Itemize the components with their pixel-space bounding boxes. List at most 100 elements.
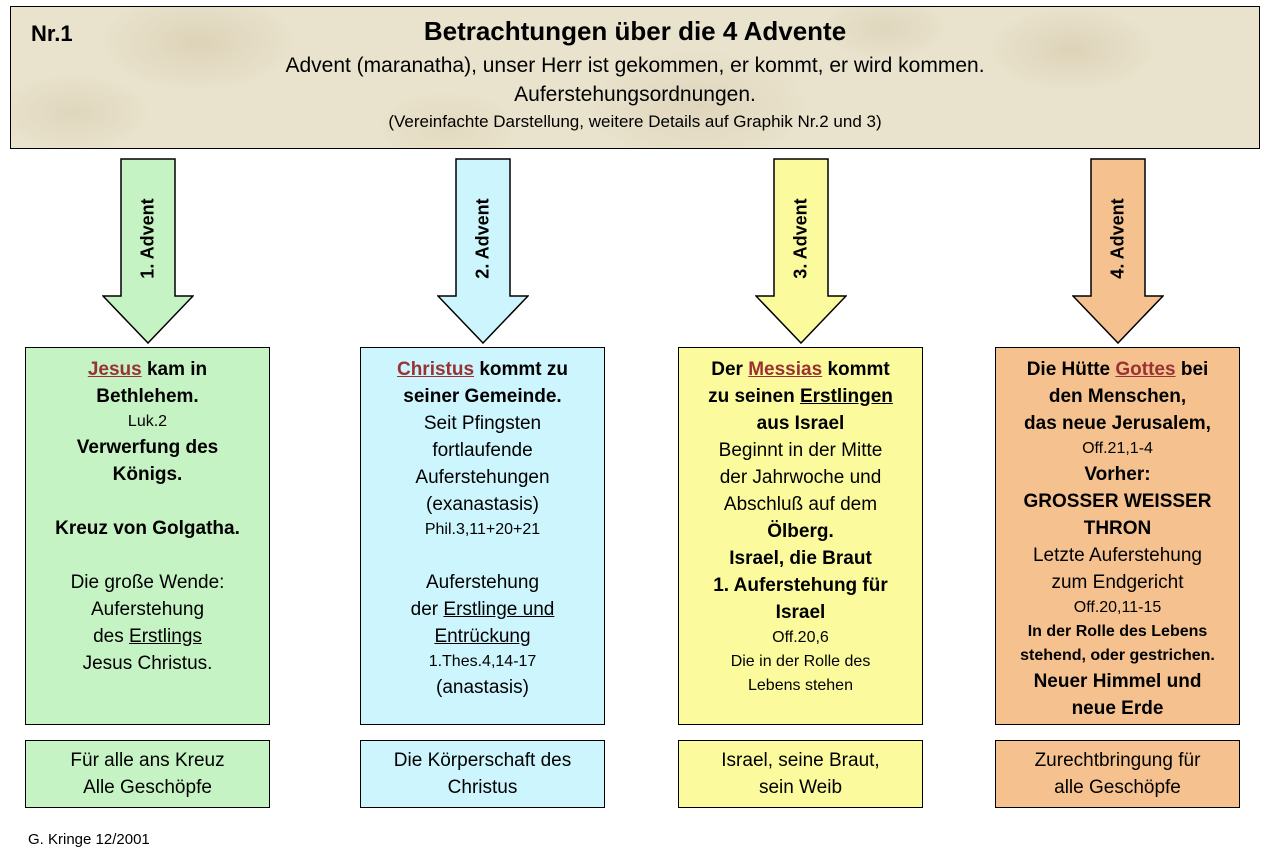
down-arrow-shape	[101, 158, 194, 344]
text-segment: Phil.3,11+20+21	[424, 521, 541, 538]
text-segment: Bethlehem.	[96, 386, 199, 407]
text-segment: Israel	[775, 602, 826, 623]
text-segment: neue Erde	[1071, 698, 1164, 719]
text-segment: Christus	[447, 777, 518, 798]
advent4-arrow-label: 4. Advent	[1107, 198, 1127, 279]
text-segment: Off.20,6	[772, 629, 829, 646]
page-title: Betrachtungen über die 4 Advente	[423, 16, 847, 46]
text-segment: Christus	[396, 359, 475, 380]
text-segment: Der	[711, 359, 749, 380]
text-line: sein Weib	[679, 774, 922, 801]
text-line: das neue Jerusalem,	[1002, 410, 1233, 437]
text-line: der Erstlinge und	[367, 596, 598, 623]
text-segment: das neue Jerusalem,	[1024, 413, 1211, 434]
header-subtitle2: Auferstehungsordnungen.	[514, 83, 756, 106]
text-segment: Alle Geschöpfe	[83, 777, 212, 798]
text-segment: Lebens stehen	[748, 677, 853, 694]
text-line: Für alle ans Kreuz	[26, 747, 269, 774]
text-segment: der	[410, 599, 444, 620]
text-line: Ölberg.	[685, 518, 916, 545]
text-line: Entrückung	[367, 623, 598, 650]
text-segment: fortlaufende	[432, 440, 533, 461]
text-segment: Die Körperschaft des	[393, 750, 572, 771]
text-line: Die in der Rolle des	[685, 650, 916, 674]
text-line: fortlaufende	[367, 437, 598, 464]
text-segment: Zurechtbringung für	[1034, 750, 1201, 771]
text-segment: (exanastasis)	[426, 494, 539, 515]
text-line: Israel, seine Braut,	[679, 747, 922, 774]
text-line: Zurechtbringung für	[996, 747, 1239, 774]
text-segment: (anastasis)	[436, 677, 529, 698]
text-segment: Jesus Christus.	[82, 653, 213, 674]
text-line: Alle Geschöpfe	[26, 774, 269, 801]
text-line: Israel, die Braut	[685, 545, 916, 572]
text-segment: Off.20,11-15	[1073, 599, 1162, 616]
text-line: Kreuz von Golgatha.	[32, 515, 263, 542]
text-segment: Erstlinge und	[443, 599, 555, 620]
text-line: zum Endgericht	[1002, 569, 1233, 596]
text-segment: THRON	[1083, 518, 1152, 539]
text-line: Abschluß auf dem	[685, 491, 916, 518]
advent2-arrow-label: 2. Advent	[472, 198, 492, 279]
text-line: Königs.	[32, 461, 263, 488]
text-line: Off.21,1-4	[1002, 437, 1233, 461]
down-arrow-icon	[436, 158, 529, 344]
text-segment: Jesus	[87, 359, 142, 380]
text-line: Phil.3,11+20+21	[367, 518, 598, 542]
text-segment: Messias	[748, 359, 823, 380]
down-arrow-shape	[436, 158, 529, 344]
text-line: zu seinen Erstlingen	[685, 383, 916, 410]
text-line: Auferstehung	[367, 569, 598, 596]
page-number: Nr.1	[31, 21, 73, 46]
text-segment: In der Rolle des Lebens	[1027, 623, 1208, 640]
text-line: Letzte Auferstehung	[1002, 542, 1233, 569]
text-line: Die Körperschaft des	[361, 747, 604, 774]
advent1-arrow-label: 1. Advent	[137, 198, 157, 279]
advent1-arrow: 1. Advent	[101, 158, 194, 344]
advent4-summary-box: Zurechtbringung für alle Geschöpfe	[995, 740, 1240, 808]
text-line: Off.20,11-15	[1002, 596, 1233, 620]
text-line: Bethlehem.	[32, 383, 263, 410]
text-segment: aus Israel	[756, 413, 845, 434]
text-line: Die große Wende:	[32, 569, 263, 596]
text-segment: den Menschen,	[1048, 386, 1187, 407]
text-segment: Die große Wende:	[70, 572, 225, 593]
text-segment: Für alle ans Kreuz	[70, 750, 225, 771]
text-segment: sein Weib	[758, 777, 843, 798]
text-segment: Gottes	[1115, 359, 1176, 380]
text-segment: Kreuz von Golgatha.	[55, 518, 240, 539]
text-segment: Erstlings	[129, 626, 202, 647]
text-segment: zu seinen	[708, 386, 800, 407]
text-segment: Die in der Rolle des	[730, 653, 871, 670]
text-segment: seiner Gemeinde.	[403, 386, 562, 407]
text-segment: Verwerfung des	[76, 437, 219, 458]
text-segment: zum Endgericht	[1051, 572, 1184, 593]
text-segment: des	[93, 626, 130, 647]
text-segment: Luk.2	[127, 413, 168, 430]
text-segment: alle Geschöpfe	[1054, 777, 1181, 798]
text-segment: Beginnt in der Mitte	[718, 440, 883, 461]
text-line: stehend, oder gestrichen.	[1002, 644, 1233, 668]
text-segment: stehend, oder gestrichen.	[1020, 647, 1215, 664]
text-segment: Entrückung	[434, 626, 531, 647]
text-line: Der Messias kommt	[685, 356, 916, 383]
text-line: Christus	[361, 774, 604, 801]
text-line: GROSSER WEISSER	[1002, 488, 1233, 515]
text-segment: Königs.	[112, 464, 183, 485]
text-segment: Vorher:	[1084, 464, 1151, 485]
header-note: (Vereinfachte Darstellung, weitere Detai…	[388, 112, 882, 131]
down-arrow-icon	[101, 158, 194, 344]
header-box: Nr.1 Betrachtungen über die 4 Advente Ad…	[10, 6, 1260, 149]
header-subtitle: Advent (maranatha), unser Herr ist gekom…	[285, 54, 985, 77]
advent2-arrow: 2. Advent	[436, 158, 529, 344]
text-line: Jesus Christus.	[32, 650, 263, 677]
